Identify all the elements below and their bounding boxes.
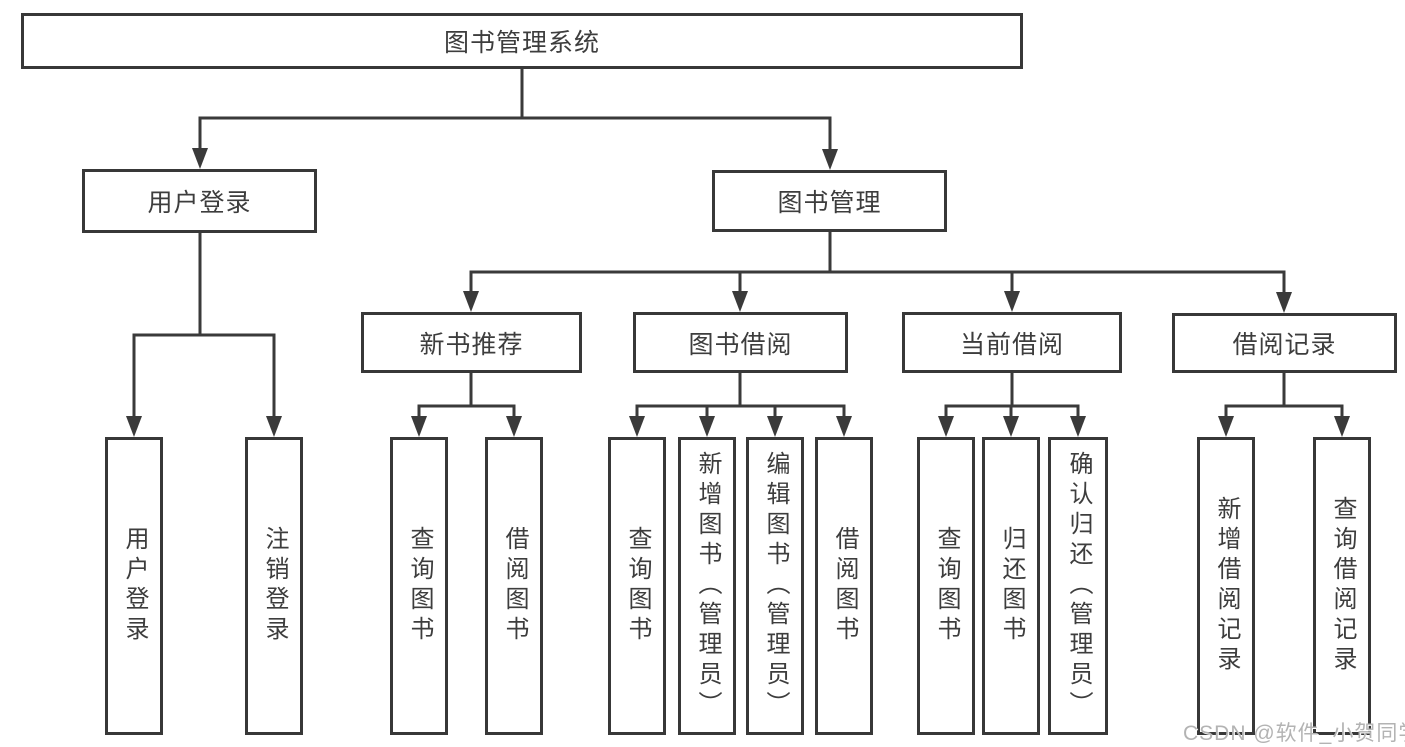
node-borrowing-records: 借阅记录 (1172, 313, 1397, 373)
node-leaf-add-borrow-record: 新增借阅记录 (1197, 437, 1255, 735)
node-leaf-borrow-books: 借阅图书 (815, 437, 873, 735)
node-leaf-query-books: 查询图书 (390, 437, 448, 735)
node-new-book-recommendation: 新书推荐 (361, 312, 582, 373)
connector-borrowrecords-to-leaves (1218, 373, 1350, 437)
node-book-management: 图书管理 (712, 170, 947, 232)
node-library-management-system: 图书管理系统 (21, 13, 1023, 69)
node-current-borrowing: 当前借阅 (902, 312, 1122, 373)
connector-userlogin-to-leaves (126, 233, 282, 437)
node-book-borrowing: 图书借阅 (633, 312, 848, 373)
node-user-login: 用户登录 (82, 169, 317, 233)
node-leaf-query-borrow-record: 查询借阅记录 (1313, 437, 1371, 735)
node-leaf-query-books: 查询图书 (608, 437, 666, 735)
node-leaf-borrow-books: 借阅图书 (485, 437, 543, 735)
node-leaf-logout: 注销登录 (245, 437, 303, 735)
connector-root-to-level2 (192, 69, 838, 170)
node-leaf-user-login: 用户登录 (105, 437, 163, 735)
csdn-watermark: CSDN @软件_小贺同学 (1183, 722, 1405, 745)
node-leaf-add-books-admin: 新增图书（管理员） (678, 437, 736, 735)
node-leaf-query-books: 查询图书 (917, 437, 975, 735)
connector-newbookrec-to-leaves (411, 373, 522, 437)
node-leaf-return-books: 归还图书 (982, 437, 1040, 735)
node-leaf-confirm-return-admin: 确认归还（管理员） (1048, 437, 1108, 735)
connector-currentborrow-to-leaves (938, 373, 1086, 437)
node-leaf-edit-books-admin: 编辑图书（管理员） (746, 437, 804, 735)
connector-bookborrow-to-leaves (629, 373, 852, 437)
connector-bookmgmt-to-level3 (463, 232, 1292, 313)
